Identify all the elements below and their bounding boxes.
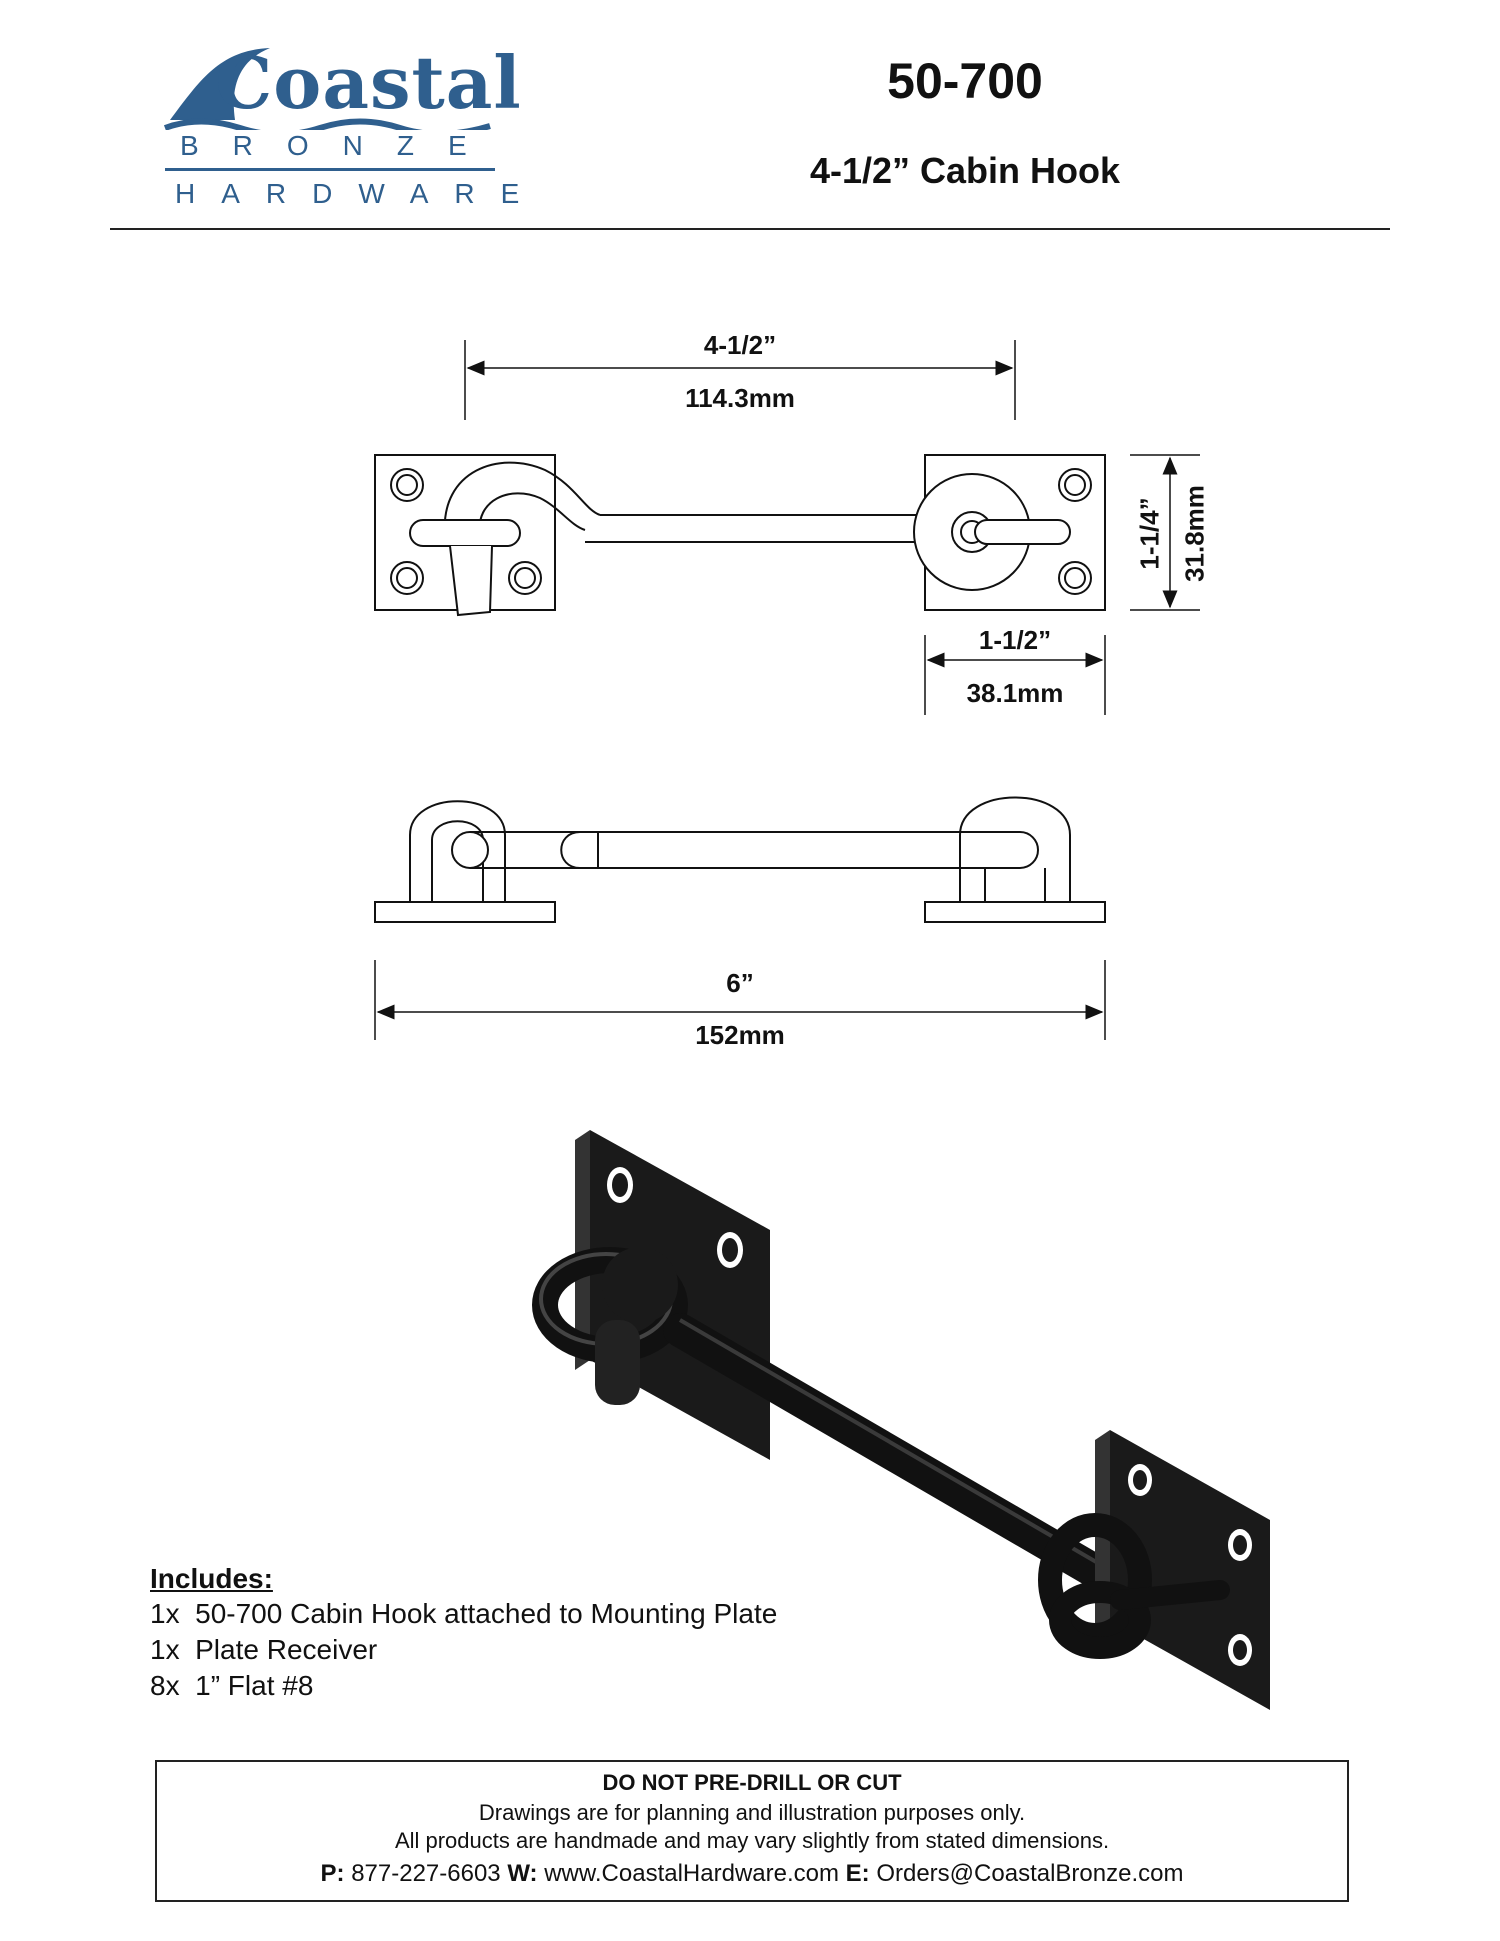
top-view-drawing: [374, 340, 1200, 715]
cabin-hook-render-icon: [532, 1130, 1270, 1710]
web-label: W:: [507, 1860, 538, 1887]
includes-item: 1x 50-700 Cabin Hook attached to Mountin…: [150, 1598, 778, 1629]
dim-height-mm: 31.8mm: [1179, 485, 1210, 582]
brand-sub-bronze: BRONZE: [180, 130, 501, 161]
dim-height-in: 1-1/4”: [1134, 497, 1165, 570]
email-label: E:: [845, 1860, 870, 1887]
brand-sub-hardware: HARDWARE: [175, 178, 546, 209]
header-divider: [110, 228, 1390, 230]
dim-hook-length-mm: 114.3mm: [685, 383, 795, 413]
side-view-drawing: [374, 796, 1106, 1040]
logo-divider: [165, 168, 495, 171]
brand-logo: Coastal BRONZE HARDWARE: [160, 40, 521, 210]
footer-box: DO NOT PRE-DRILL OR CUT Drawings are for…: [155, 1760, 1349, 1902]
dim-hook-length-in: 4-1/2”: [703, 330, 777, 360]
footer-warning: DO NOT PRE-DRILL OR CUT: [602, 1770, 902, 1795]
phone-label: P:: [320, 1860, 345, 1887]
product-title: 4-1/2” Cabin Hook: [809, 150, 1121, 191]
wave-logo-icon: [163, 48, 491, 130]
footer-contact: P: 877-227-6603 W: www.CoastalHardware.c…: [157, 1860, 1347, 1888]
website-link[interactable]: www.CoastalHardware.com: [544, 1860, 839, 1887]
dim-overall-length-in: 6”: [726, 968, 754, 998]
dim-plate-width-mm: 38.1mm: [966, 678, 1064, 708]
dim-overall-length-mm: 152mm: [695, 1020, 785, 1050]
footer-disclaimer-2: All products are handmade and may vary s…: [394, 1828, 1110, 1853]
footer-disclaimer-1: Drawings are for planning and illustrati…: [478, 1800, 1026, 1825]
includes-item: 8x 1” Flat #8: [150, 1670, 314, 1701]
includes-heading: Includes:: [150, 1563, 273, 1594]
phone-number[interactable]: 877-227-6603: [351, 1860, 501, 1887]
brand-name: Coastal: [215, 40, 522, 125]
dim-plate-width-in: 1-1/2”: [978, 625, 1052, 655]
includes-item: 1x Plate Receiver: [150, 1634, 378, 1665]
email-link[interactable]: Orders@CoastalBronze.com: [876, 1860, 1184, 1887]
part-number: 50-700: [887, 53, 1043, 109]
